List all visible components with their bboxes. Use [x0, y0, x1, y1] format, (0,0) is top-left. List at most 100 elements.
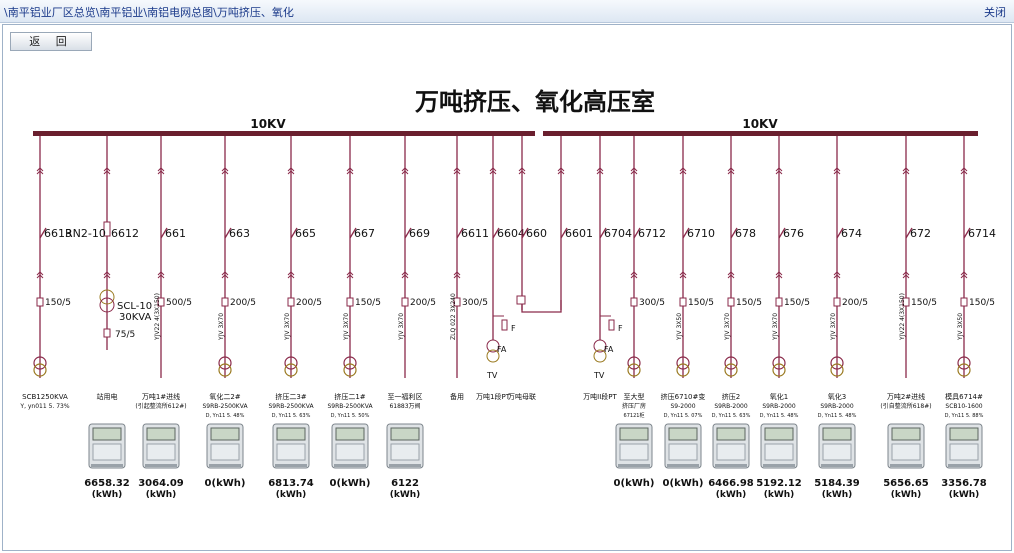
ct-ratio: 75/5	[115, 330, 135, 340]
feeder-number: 6612	[111, 227, 139, 240]
feeder-description: 万吨II段PT	[583, 392, 617, 401]
feeder-description: S9RB-2000	[762, 403, 796, 410]
plug-chevron	[453, 167, 461, 175]
transformer-coil	[772, 356, 786, 370]
transformer-coil	[627, 363, 641, 377]
feeder-description: 至一福利区	[388, 392, 423, 401]
cable-spec: YJV 3X70	[772, 313, 779, 341]
plug-chevron	[221, 271, 229, 279]
plug-chevron	[679, 271, 687, 279]
feeder-description: D, Yn11 5. 88%	[945, 413, 984, 419]
ct-ratio: 150/5	[784, 298, 810, 308]
back-button[interactable]: 返 回	[10, 32, 92, 51]
meter-display	[276, 427, 306, 441]
meter-display	[390, 427, 420, 441]
meter-unit: (kWh)	[764, 490, 795, 500]
meter-reading: 0(kWh)	[614, 478, 655, 489]
meter-unit: (kWh)	[146, 490, 177, 500]
cable-spec: YJV 3X70	[218, 313, 225, 341]
transformer-coil	[33, 356, 47, 370]
feeder-number: 665	[295, 227, 316, 240]
meter-reading: 6122	[391, 478, 419, 489]
meter-display	[335, 427, 365, 441]
ct-box	[221, 297, 229, 307]
transformer-coil	[99, 289, 115, 305]
transformer-coil	[676, 363, 690, 377]
pt-coil	[486, 339, 500, 353]
fuse-label: F	[618, 324, 623, 333]
meter-base	[715, 464, 747, 467]
switch-blade	[492, 227, 500, 239]
feeder-description: D, Yn11 5. 50%	[331, 413, 370, 419]
feeder-number: 661	[165, 227, 186, 240]
cable-spec: YJV 3X70	[830, 313, 837, 341]
energy-meter	[760, 423, 798, 469]
cable-spec: YJV22 4(3X150)	[154, 293, 161, 341]
breadcrumb[interactable]: \南平铝业厂区总览\南平铝业\南铝电网总图\万吨挤压、氧化	[4, 6, 294, 19]
cable-spec: YJV 3X50	[957, 313, 964, 341]
cable-spec: ZLQ 022 3X240	[450, 293, 457, 340]
energy-meter	[664, 423, 702, 469]
switch-blade	[160, 227, 168, 239]
switch-blade	[682, 227, 690, 239]
plug-chevron	[489, 167, 497, 175]
feeder-description: 备用	[450, 392, 464, 401]
feeder-number: 6604	[497, 227, 525, 240]
feeder-description: D, Yn11 5. 63%	[272, 413, 311, 419]
cable-spec: YJV22 4(3X150)	[899, 293, 906, 341]
feeder-description: 挤压厂房	[622, 402, 646, 410]
plug-chevron	[902, 167, 910, 175]
meter-display	[619, 427, 649, 441]
ct-ratio: 150/5	[911, 298, 937, 308]
meter-unit: (kWh)	[716, 490, 747, 500]
plug-chevron	[557, 167, 565, 175]
meter-reading: 6813.74	[268, 478, 314, 489]
feeder-number: 669	[409, 227, 430, 240]
feeder-description: 67121柜	[624, 412, 645, 419]
meter-unit: (kWh)	[949, 490, 980, 500]
energy-meter	[386, 423, 424, 469]
close-link[interactable]: 关闭	[984, 6, 1006, 19]
meter-base	[275, 464, 307, 467]
ct-ratio: 300/5	[639, 298, 665, 308]
switch-blade	[521, 227, 529, 239]
ct-box	[679, 297, 687, 307]
ct-box	[36, 297, 44, 307]
ct-box	[960, 297, 968, 307]
switch-blade	[349, 227, 357, 239]
ct-ratio: 200/5	[296, 298, 322, 308]
transformer-coil	[284, 356, 298, 370]
feeder-number: 6613	[44, 227, 72, 240]
ct-box	[453, 297, 461, 307]
transformer-coil	[33, 363, 47, 377]
bus-label-right: 10KV	[742, 117, 778, 131]
feeder-description: SCB1250KVA	[22, 393, 68, 401]
meter-panel	[891, 443, 921, 461]
switch-blade	[39, 227, 47, 239]
bus-tie	[521, 300, 562, 313]
cable-spec: YJV 3X70	[724, 313, 731, 341]
ct-ratio: 150/5	[736, 298, 762, 308]
plug-chevron	[727, 167, 735, 175]
cable-spec: YJV 3X70	[284, 313, 291, 341]
tv-label: TV	[593, 371, 605, 380]
feeder-description: 挤压二3#	[275, 392, 306, 401]
ct-ratio: 150/5	[45, 298, 71, 308]
meter-reading: 0(kWh)	[205, 478, 246, 489]
plug-chevron	[833, 271, 841, 279]
transformer-type: SCL-10	[117, 301, 152, 312]
energy-meter	[142, 423, 180, 469]
feeder-number: 6712	[638, 227, 666, 240]
meter-display	[822, 427, 852, 441]
meter-panel	[335, 443, 365, 461]
meter-reading: 0(kWh)	[330, 478, 371, 489]
ct-box	[902, 297, 910, 307]
fuse	[501, 319, 508, 331]
feeder-description: D, Yn11 5. 48%	[818, 413, 857, 419]
ct-box	[157, 297, 165, 307]
feeder-description: 万吨母联	[508, 392, 536, 401]
switch-blade	[836, 227, 844, 239]
plug-chevron	[36, 167, 44, 175]
feeder-number: 6714	[968, 227, 996, 240]
